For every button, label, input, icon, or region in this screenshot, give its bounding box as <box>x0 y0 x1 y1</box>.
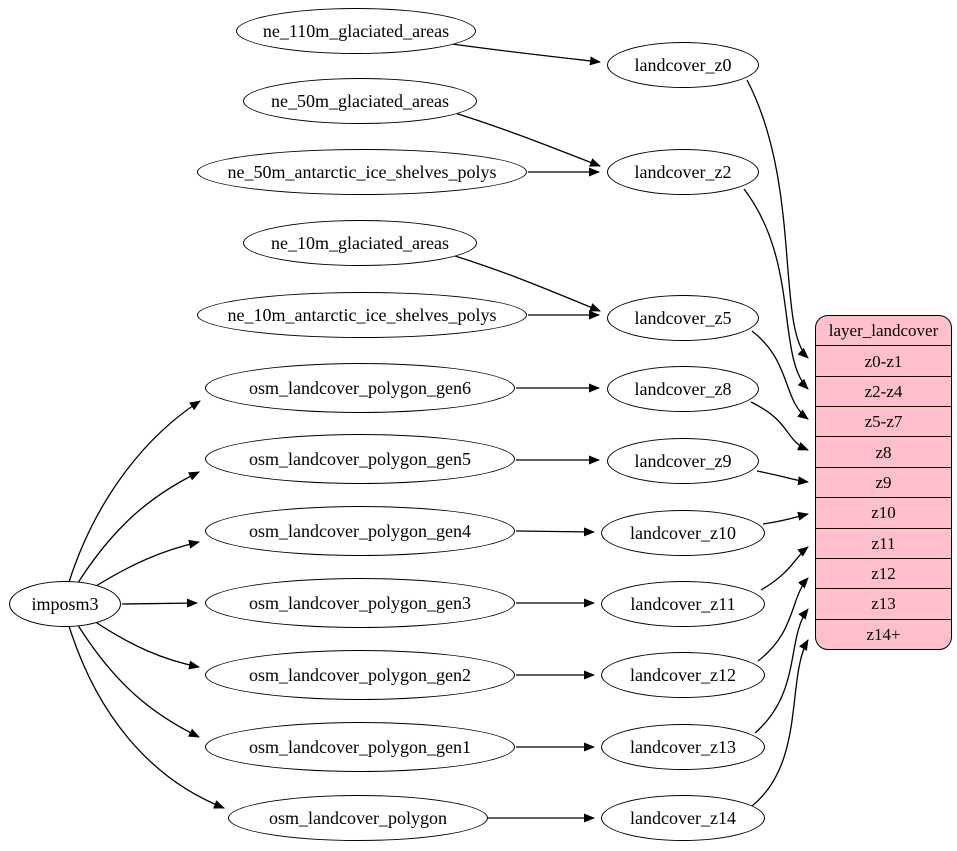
node-landcover_z8: landcover_z8 <box>607 366 759 412</box>
node-label: osm_landcover_polygon_gen4 <box>249 521 471 541</box>
node-landcover_z10: landcover_z10 <box>601 510 765 556</box>
node-ne_110m_glaciated_areas: ne_110m_glaciated_areas <box>236 8 476 54</box>
node-label: osm_landcover_polygon_gen5 <box>249 449 471 469</box>
edge-landcover_z12-to-row-z12 <box>757 577 809 662</box>
record-row-z0-z1: z0-z1 <box>816 345 951 375</box>
node-label: osm_landcover_polygon_gen3 <box>249 593 471 613</box>
node-ne_50m_antarctic_ice_shelves_polys: ne_50m_antarctic_ice_shelves_polys <box>197 149 527 195</box>
node-label: landcover_z9 <box>634 451 732 471</box>
node-label: ne_50m_antarctic_ice_shelves_polys <box>227 162 497 182</box>
edge-landcover_z11-to-row-z11 <box>760 546 809 591</box>
node-landcover_z11: landcover_z11 <box>601 581 765 627</box>
node-osm_landcover_polygon_gen4: osm_landcover_polygon_gen4 <box>205 506 515 556</box>
node-label: landcover_z13 <box>630 737 736 757</box>
node-label: landcover_z5 <box>634 308 732 328</box>
node-osm_landcover_polygon_gen1: osm_landcover_polygon_gen1 <box>205 722 515 772</box>
record-row-z2-z4: z2-z4 <box>816 375 951 406</box>
node-label: osm_landcover_polygon_gen1 <box>249 737 471 757</box>
edge-ne_50m_glaciated_areas-to-landcover_z2 <box>454 112 601 167</box>
node-label: osm_landcover_polygon_gen2 <box>249 665 471 685</box>
edge-imposm3-to-osm_landcover_polygon_gen2 <box>87 616 200 670</box>
node-label: ne_50m_glaciated_areas <box>271 91 449 111</box>
edge-landcover_z10-to-row-z10 <box>762 511 809 525</box>
edge-imposm3-to-osm_landcover_polygon_gen6 <box>68 400 201 583</box>
node-label: ne_110m_glaciated_areas <box>262 21 450 41</box>
record-row-z14plus: z14+ <box>816 618 951 649</box>
node-label: landcover_z14 <box>630 808 736 828</box>
node-landcover_z13: landcover_z13 <box>601 724 765 770</box>
edge-ne_110m_glaciated_areas-to-landcover_z0 <box>451 43 601 66</box>
edge-landcover_z9-to-row-z9 <box>756 470 809 486</box>
edge-landcover_z5-to-row-z5-z7 <box>751 330 809 420</box>
edge-ne_10m_glaciated_areas-to-landcover_z5 <box>454 255 601 312</box>
node-label: ne_10m_glaciated_areas <box>271 233 449 253</box>
node-ne_10m_antarctic_ice_shelves_polys: ne_10m_antarctic_ice_shelves_polys <box>197 292 527 338</box>
edge-imposm3-to-osm_landcover_polygon <box>68 625 225 809</box>
node-osm_landcover_polygon_gen6: osm_landcover_polygon_gen6 <box>205 363 515 413</box>
node-label: landcover_z10 <box>630 523 736 543</box>
record-row-z10: z10 <box>816 497 951 527</box>
record-row-z13: z13 <box>816 588 951 618</box>
node-label: landcover_z8 <box>634 379 732 399</box>
node-label: landcover_z2 <box>634 162 732 182</box>
node-imposm3: imposm3 <box>9 581 121 627</box>
node-label: landcover_z0 <box>634 55 732 75</box>
node-osm_landcover_polygon_gen3: osm_landcover_polygon_gen3 <box>205 578 515 628</box>
edge-landcover_z8-to-row-z8 <box>750 401 809 451</box>
record-row-z8: z8 <box>816 436 951 466</box>
edge-imposm3-to-osm_landcover_polygon_gen3 <box>121 598 198 608</box>
node-osm_landcover_polygon_gen5: osm_landcover_polygon_gen5 <box>205 434 515 484</box>
node-label: landcover_z11 <box>630 594 736 614</box>
node-label: osm_landcover_polygon <box>269 808 447 828</box>
edge-landcover_z13-to-row-z13 <box>754 608 809 734</box>
record-row-z11: z11 <box>816 527 951 558</box>
node-landcover_z0: landcover_z0 <box>607 42 759 88</box>
edge-landcover_z2-to-row-z2-z4 <box>743 188 809 390</box>
node-label: landcover_z12 <box>630 665 736 685</box>
node-landcover_z2: landcover_z2 <box>607 149 759 195</box>
edge-imposm3-to-osm_landcover_polygon_gen4 <box>87 539 200 592</box>
node-label: osm_landcover_polygon_gen6 <box>249 378 471 398</box>
node-ne_50m_glaciated_areas: ne_50m_glaciated_areas <box>243 78 477 124</box>
edge-landcover_z14-to-row-z14plus <box>751 639 809 807</box>
edge-osm_landcover_polygon_gen4-to-landcover_z10 <box>515 527 595 537</box>
node-landcover_z14: landcover_z14 <box>601 795 765 841</box>
record-layer_landcover: layer_landcover z0-z1 z2-z4 z5-z7 z8 z9 … <box>815 315 952 650</box>
record-title: layer_landcover <box>828 321 939 341</box>
node-landcover_z9: landcover_z9 <box>607 438 759 484</box>
node-imposm3-label: imposm3 <box>31 594 99 614</box>
edge-imposm3-to-osm_landcover_polygon_gen5 <box>75 471 200 587</box>
edge-imposm3-to-osm_landcover_polygon_gen1 <box>75 621 200 738</box>
node-ne_10m_glaciated_areas: ne_10m_glaciated_areas <box>243 220 477 266</box>
record-row-z12: z12 <box>816 557 951 588</box>
node-osm_landcover_polygon: osm_landcover_polygon <box>228 795 488 841</box>
node-label: ne_10m_antarctic_ice_shelves_polys <box>227 305 497 325</box>
node-landcover_z12: landcover_z12 <box>601 652 765 698</box>
record-row-z5-z7: z5-z7 <box>816 406 951 436</box>
edge-landcover_z0-to-row-z0-z1 <box>746 79 809 359</box>
record-row-z9: z9 <box>816 466 951 497</box>
node-landcover_z5: landcover_z5 <box>607 295 759 341</box>
node-osm_landcover_polygon_gen2: osm_landcover_polygon_gen2 <box>205 650 515 700</box>
